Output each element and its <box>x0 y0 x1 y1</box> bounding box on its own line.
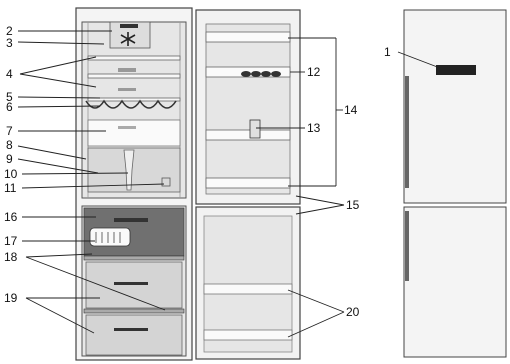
fridge-interior-view <box>75 7 193 361</box>
callout-13: 13 <box>307 121 321 135</box>
door-inner-view <box>195 9 301 360</box>
upper-door-exterior <box>403 9 507 204</box>
callout-11: 11 <box>4 181 17 195</box>
exterior-view <box>403 9 507 358</box>
callout-7: 7 <box>6 124 13 138</box>
callout-6: 6 <box>6 100 13 114</box>
display-panel <box>436 65 476 75</box>
callout-2: 2 <box>6 24 13 38</box>
callout-4: 4 <box>6 67 13 81</box>
lower-door-exterior <box>403 206 507 358</box>
crisper-divider <box>123 149 135 191</box>
callout-labels: 2 3 4 5 6 7 8 9 10 11 16 17 18 19 12 13 … <box>4 24 391 319</box>
callout-10: 10 <box>4 167 18 181</box>
ice-tray <box>89 227 131 247</box>
freezer-shelf-grid-1 <box>83 255 185 261</box>
water-tank-icon <box>161 177 171 187</box>
callout-5: 5 <box>6 90 13 104</box>
upper-handle <box>405 76 409 188</box>
callout-15: 15 <box>346 198 360 212</box>
egg-tray <box>85 99 177 109</box>
callout-1: 1 <box>384 45 391 59</box>
glass-shelves <box>87 55 181 102</box>
freezer-shelf-grid-2 <box>83 308 185 314</box>
callout-8: 8 <box>6 138 13 152</box>
egg-holder <box>241 71 281 77</box>
callout-20: 20 <box>346 305 360 319</box>
callout-16: 16 <box>4 210 18 224</box>
callout-14: 14 <box>344 103 358 117</box>
callout-18: 18 <box>4 250 18 264</box>
callout-17: 17 <box>4 234 18 248</box>
fan-icon <box>120 32 136 46</box>
lower-handle <box>405 211 409 281</box>
bottom-shelf <box>87 119 181 147</box>
callout-3: 3 <box>6 36 13 50</box>
fan-light-unit <box>109 21 151 49</box>
callout-9: 9 <box>6 152 13 166</box>
bottle-holder <box>249 119 261 139</box>
callout-19: 19 <box>4 291 18 305</box>
leader-lines <box>17 30 441 338</box>
callout-12: 12 <box>307 65 321 79</box>
freezer-drawer-bottom <box>85 314 183 356</box>
